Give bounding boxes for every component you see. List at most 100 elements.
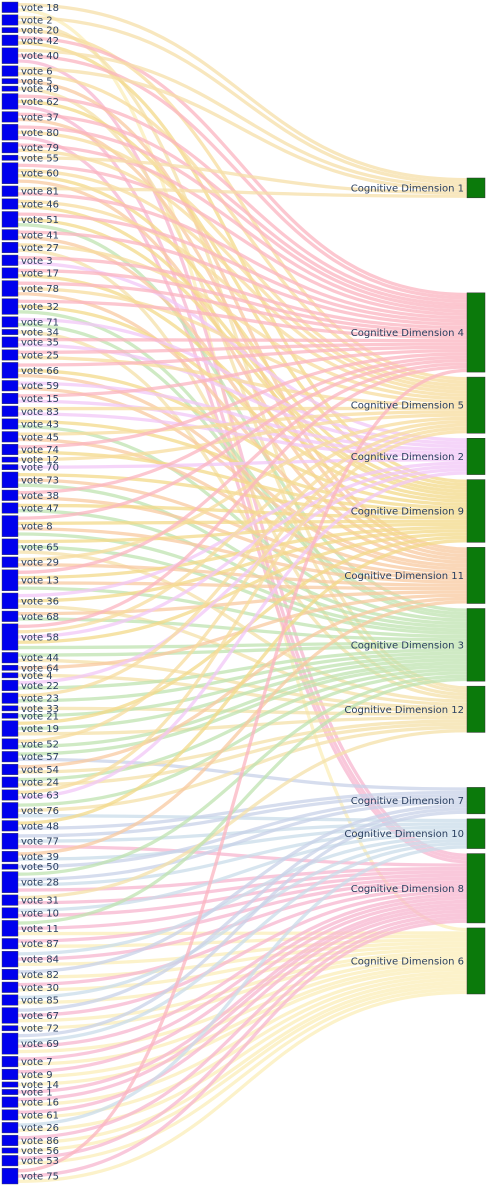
vote-node[interactable] <box>1 871 19 893</box>
vote-node[interactable] <box>1 47 19 64</box>
vote-node[interactable] <box>1 349 19 361</box>
vote-node[interactable] <box>1 679 19 691</box>
vote-node[interactable] <box>1 969 19 981</box>
dimension-node[interactable] <box>466 787 486 815</box>
vote-node[interactable] <box>1 981 19 993</box>
vote-node[interactable] <box>1 34 19 46</box>
vote-node[interactable] <box>1 1155 19 1167</box>
dimension-node[interactable] <box>466 927 486 995</box>
vote-node[interactable] <box>1 65 19 77</box>
vote-node[interactable] <box>1 471 19 489</box>
vote-node[interactable] <box>1 1056 19 1068</box>
vote-node[interactable] <box>1 894 19 906</box>
vote-node[interactable] <box>1 820 19 832</box>
vote-node[interactable] <box>1 489 19 501</box>
vote-node[interactable] <box>1 1081 19 1088</box>
vote-node[interactable] <box>1 393 19 404</box>
vote-node[interactable] <box>1 211 19 228</box>
vote-node[interactable] <box>1 920 19 937</box>
vote-node[interactable] <box>1 1167 19 1185</box>
vote-node[interactable] <box>1 776 19 788</box>
vote-node[interactable] <box>1 652 19 664</box>
vote-node[interactable] <box>1 994 19 1006</box>
vote-node[interactable] <box>1 610 19 622</box>
vote-node[interactable] <box>1 907 19 919</box>
vote-node[interactable] <box>1 1096 19 1108</box>
vote-node[interactable] <box>1 405 19 417</box>
vote-node[interactable] <box>1 692 19 704</box>
vote-node[interactable] <box>1 664 19 671</box>
vote-node[interactable] <box>1 198 19 210</box>
vote-node[interactable] <box>1 712 19 719</box>
vote-node[interactable] <box>1 444 19 456</box>
vote-node[interactable] <box>1 229 19 241</box>
vote-node[interactable] <box>1 705 19 712</box>
vote-node[interactable] <box>1 336 19 348</box>
vote-node[interactable] <box>1 1068 19 1080</box>
vote-node[interactable] <box>1 362 19 379</box>
vote-node[interactable] <box>1 316 19 328</box>
dimension-node[interactable] <box>466 818 486 849</box>
vote-node[interactable] <box>1 142 19 154</box>
vote-node[interactable] <box>1 124 19 141</box>
vote-node[interactable] <box>1 418 19 430</box>
vote-node[interactable] <box>1 515 19 537</box>
vote-node[interactable] <box>1 556 19 568</box>
vote-label: vote 13 <box>21 576 59 587</box>
vote-node[interactable] <box>1 93 19 110</box>
vote-node[interactable] <box>1 380 19 392</box>
vote-node[interactable] <box>1 623 19 651</box>
dimension-node[interactable] <box>466 608 486 682</box>
vote-node[interactable] <box>1 1109 19 1121</box>
vote-node[interactable] <box>1 111 19 123</box>
vote-node[interactable] <box>1 802 19 819</box>
dimension-node[interactable] <box>466 479 486 543</box>
vote-node[interactable] <box>1 833 19 850</box>
vote-node[interactable] <box>1 267 19 279</box>
vote-node[interactable] <box>1 502 19 514</box>
vote-node[interactable] <box>1 1 19 13</box>
vote-node[interactable] <box>1 789 19 801</box>
vote-node[interactable] <box>1 720 19 737</box>
vote-node[interactable] <box>1 14 19 26</box>
vote-node[interactable] <box>1 329 19 335</box>
vote-node[interactable] <box>1 951 19 968</box>
dimension-node[interactable] <box>466 438 486 475</box>
vote-node[interactable] <box>1 863 19 870</box>
vote-node[interactable] <box>1 1134 19 1146</box>
vote-node[interactable] <box>1 242 19 254</box>
vote-node[interactable] <box>1 1007 19 1024</box>
vote-node[interactable] <box>1 464 19 470</box>
vote-node[interactable] <box>1 298 19 315</box>
vote-node[interactable] <box>1 672 19 679</box>
vote-node[interactable] <box>1 763 19 775</box>
vote-node[interactable] <box>1 1147 19 1154</box>
vote-node[interactable] <box>1 569 19 591</box>
vote-node[interactable] <box>1 185 19 197</box>
vote-node[interactable] <box>1 1025 19 1032</box>
vote-node[interactable] <box>1 154 19 161</box>
vote-node[interactable] <box>1 1122 19 1134</box>
vote-node[interactable] <box>1 738 19 750</box>
vote-node[interactable] <box>1 1032 19 1055</box>
vote-node[interactable] <box>1 78 19 85</box>
dimension-node[interactable] <box>466 547 486 604</box>
dimension-node[interactable] <box>466 292 486 373</box>
vote-node[interactable] <box>1 85 19 92</box>
vote-node[interactable] <box>1 592 19 610</box>
vote-node[interactable] <box>1 254 19 266</box>
vote-node[interactable] <box>1 456 19 463</box>
dimension-node[interactable] <box>466 177 486 199</box>
dimension-node[interactable] <box>466 376 486 434</box>
vote-node[interactable] <box>1 431 19 443</box>
vote-node[interactable] <box>1 162 19 184</box>
vote-node[interactable] <box>1 938 19 950</box>
dimension-node[interactable] <box>466 853 486 924</box>
vote-node[interactable] <box>1 538 19 555</box>
vote-node[interactable] <box>1 280 19 297</box>
vote-node[interactable] <box>1 751 19 763</box>
dimension-node[interactable] <box>466 685 486 733</box>
vote-node[interactable] <box>1 1089 19 1095</box>
vote-node[interactable] <box>1 851 19 863</box>
vote-node[interactable] <box>1 27 19 34</box>
